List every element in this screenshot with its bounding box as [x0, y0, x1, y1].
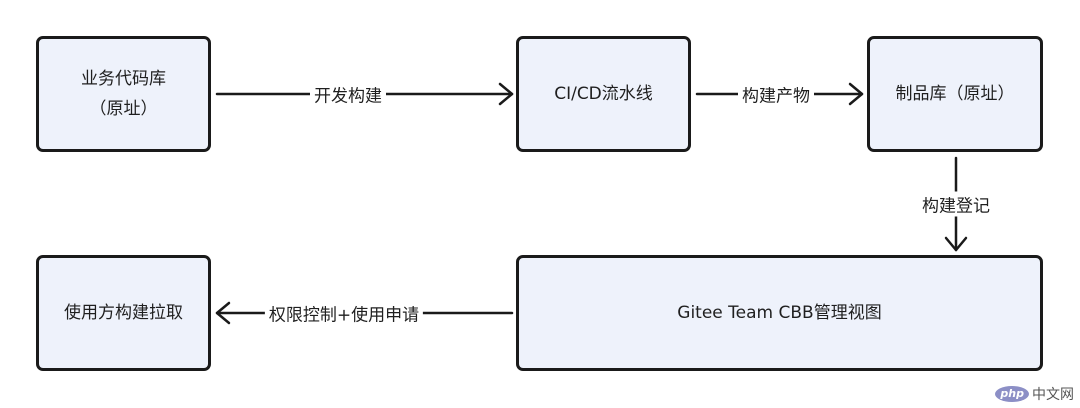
- node-cbb-view: Gitee Team CBB管理视图: [516, 255, 1043, 371]
- node-pipeline-label: CI/CD流水线: [554, 84, 653, 104]
- node-consumer-label: 使用方构建拉取: [64, 303, 183, 323]
- edge-label-permission-request: 权限控制+使用申请: [264, 300, 424, 326]
- edge-label-dev-build: 开发构建: [310, 81, 386, 107]
- edge-pipeline-to-artifact-arrowhead: [848, 82, 864, 106]
- node-artifact-repo: 制品库（原址）: [867, 36, 1043, 152]
- node-cicd-pipeline: CI/CD流水线: [516, 36, 691, 152]
- node-cbb-label: Gitee Team CBB管理视图: [677, 303, 882, 323]
- edge-label-build-register: 构建登记: [918, 191, 994, 217]
- node-artifact-label: 制品库（原址）: [895, 84, 1015, 104]
- edge-cbb-to-consumer-arrowhead: [215, 301, 231, 325]
- php-logo-icon: php: [995, 386, 1029, 402]
- node-business-code-repo: 业务代码库 （原址）: [36, 36, 211, 152]
- edge-artifact-to-cbb-arrowhead: [944, 236, 968, 252]
- watermark: php 中文网: [995, 384, 1074, 404]
- edge-repo-to-pipeline-arrowhead: [498, 82, 514, 106]
- watermark-text: 中文网: [1032, 387, 1074, 403]
- edge-label-build-artifact: 构建产物: [738, 81, 814, 107]
- node-consumer-pull: 使用方构建拉取: [36, 255, 211, 371]
- node-repo-line1: 业务代码库: [81, 69, 166, 89]
- node-repo-line2: （原址）: [89, 99, 158, 119]
